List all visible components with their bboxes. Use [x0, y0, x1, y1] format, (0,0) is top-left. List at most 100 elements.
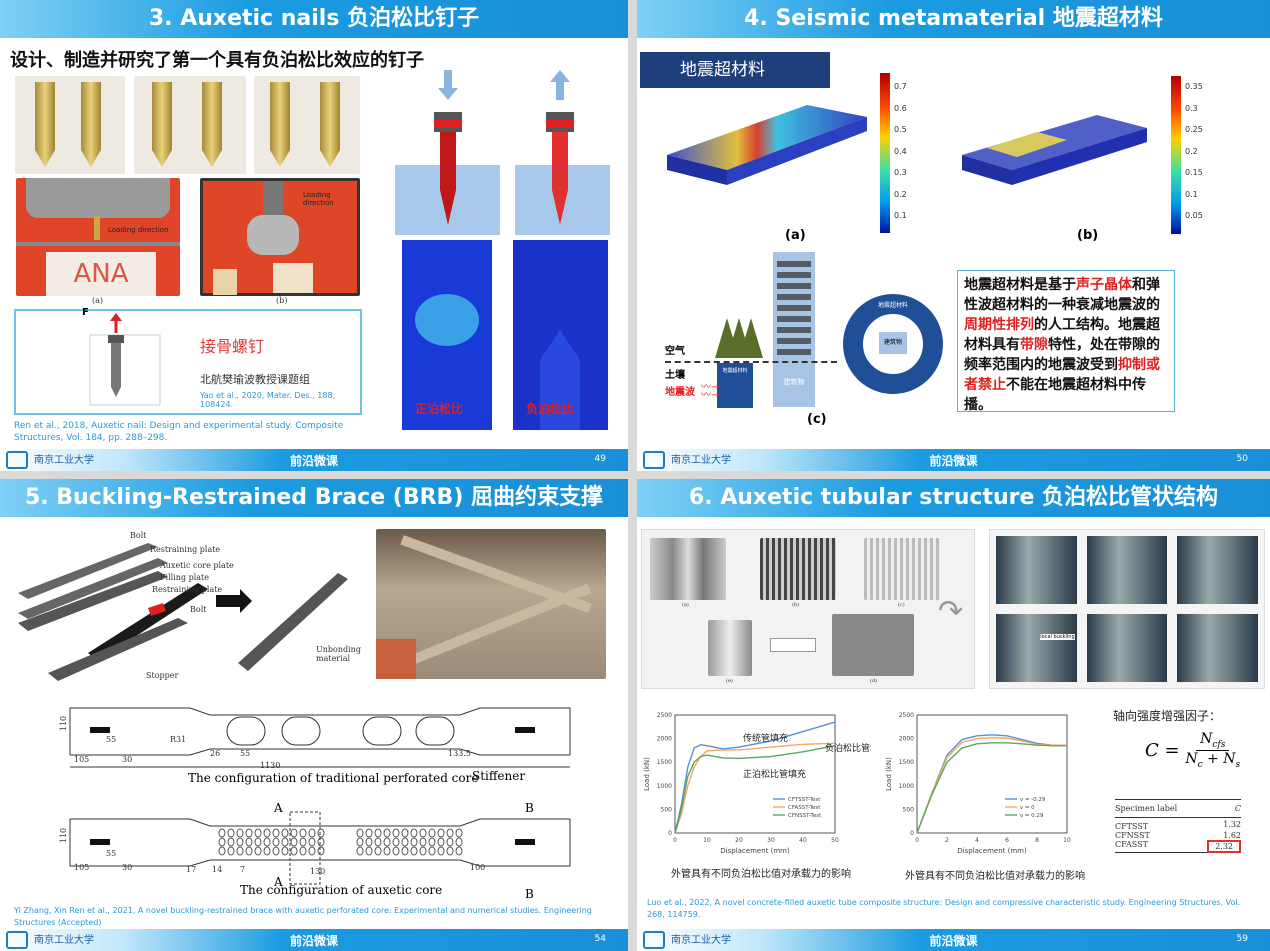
annotation: 正泊松比管填充: [743, 768, 806, 780]
auxetic-hole: [263, 846, 271, 856]
university-logo: [643, 931, 665, 949]
table-header: Specimen label: [1115, 804, 1178, 813]
test-photo: [1086, 614, 1168, 682]
auxetic-hole: [383, 846, 391, 856]
x-axis-label: Displacement (mm): [957, 847, 1027, 855]
y-tick-label: 1000: [657, 783, 672, 790]
desc-highlight: 周期性排列: [964, 317, 1034, 333]
auxetic-hole: [308, 828, 316, 838]
legend-label: CFASST-Test: [788, 805, 821, 811]
auxetic-hole: [410, 846, 418, 856]
traditional-core-drawing: [69, 707, 571, 768]
auxetic-hole: [317, 846, 325, 856]
nail-insertion-diagram: [395, 70, 610, 430]
arrow-icon: [216, 589, 252, 613]
dimension-label: 30: [122, 755, 133, 764]
section-a-label: A: [274, 875, 283, 889]
auxetic-hole: [317, 837, 325, 847]
dimension-label: 133.5: [448, 749, 471, 758]
tick: 0.5: [894, 125, 907, 134]
y-tick-label: 0: [910, 830, 914, 837]
series-line: [674, 721, 836, 834]
y-tick-label: 2500: [657, 712, 672, 719]
auxetic-hole: [272, 846, 280, 856]
slide-title: 3. Auxetic nails 负泊松比钉子: [0, 0, 628, 38]
y-tick-label: 1000: [899, 783, 914, 790]
auxetic-hole: [245, 846, 253, 856]
simulation-b: [962, 115, 1147, 185]
slide-footer: 南京工业大学 前沿微课 49: [0, 449, 628, 471]
series-line: [916, 734, 1067, 834]
x-tick-label: 20: [735, 837, 743, 844]
process-photo: [832, 614, 914, 676]
auxetic-hole: [455, 846, 463, 856]
table-cell: CFASST: [1115, 840, 1148, 849]
box-group: 北航樊瑜波教授课题组: [200, 373, 310, 386]
bone-screw-icon: [89, 313, 161, 406]
slide-title: 6. Auxetic tubular structure 负泊松比管状结构: [637, 479, 1270, 517]
process-photo: [864, 538, 940, 600]
slide-footer: 南京工业大学 前沿微课 50: [637, 449, 1270, 471]
auxetic-hole: [401, 846, 409, 856]
test-photo-a: Loading direction ANA: [16, 178, 180, 296]
test-photo: [1177, 536, 1258, 604]
core1-caption: The configuration of traditional perfora…: [188, 771, 479, 785]
auxetic-hole: [290, 837, 298, 847]
auxetic-hole: [299, 846, 307, 856]
dimension-label: 110: [59, 715, 69, 732]
y-tick-label: 500: [903, 806, 915, 813]
test-photo: local buckling: [996, 614, 1077, 682]
y-tick-label: 500: [661, 806, 673, 813]
citation: Ren et al., 2018, Auxetic nail: Design a…: [14, 421, 344, 443]
step-label: (a): [682, 602, 689, 608]
tick: 0.1: [1185, 189, 1198, 199]
soil-label: 土壤: [665, 370, 685, 381]
ground-line: [665, 361, 837, 363]
auxetic-hole: [437, 828, 445, 838]
auxetic-hole: [236, 828, 244, 838]
nail-photo: [134, 76, 246, 174]
auxetic-hole: [365, 837, 373, 847]
university-name-logo: 南京工业大学: [34, 455, 94, 466]
auxetic-hole: [299, 837, 307, 847]
dimension-label: 105: [74, 755, 90, 764]
legend-label: ν = -0.29: [1020, 797, 1046, 803]
auxetic-hole: [245, 837, 253, 847]
annotation: 传统管填充: [743, 732, 788, 744]
x-tick-label: 0: [915, 837, 919, 844]
part-label: Filling plate: [160, 573, 209, 582]
slide-footer: 南京工业大学 前沿微课 59: [637, 929, 1270, 951]
auxetic-hole: [410, 828, 418, 838]
auxetic-hole: [356, 837, 364, 847]
desc-highlight: 带隙: [1020, 337, 1048, 353]
dimension-label: 110: [59, 827, 69, 844]
annotation: 负泊松比管填充: [825, 742, 871, 754]
x-tick-label: 40: [799, 837, 807, 844]
process-photo: [708, 620, 752, 676]
test-photo: [1177, 614, 1258, 682]
auxetic-hole: [383, 837, 391, 847]
auxetic-hole: [401, 828, 409, 838]
x-tick-label: 4: [975, 837, 979, 844]
auxetic-hole: [272, 828, 280, 838]
test-photo: [996, 536, 1077, 604]
desc-text: 的人工结构。地震超材料具有: [964, 317, 1160, 353]
colorbar-a: [880, 73, 890, 233]
auxetic-hole: [236, 846, 244, 856]
slide-title: 5. Buckling-Restrained Brace (BRB) 屈曲约束支…: [0, 479, 628, 517]
part-label: Auxetic core plate: [160, 561, 234, 570]
compression-test-photos: local buckling: [989, 529, 1265, 689]
dimension-label: 30: [122, 863, 133, 872]
auxetic-hole: [428, 837, 436, 847]
nail-photo: [254, 76, 360, 174]
university-logo: [6, 451, 28, 469]
figure-label: (b): [276, 296, 288, 305]
tick: 0.3: [1185, 103, 1198, 113]
legend-label: ν = 0: [1020, 805, 1035, 811]
slide-auxetic-tube: 6. Auxetic tubular structure 负泊松比管状结构 (a…: [637, 479, 1270, 951]
auxetic-hole: [356, 846, 364, 856]
